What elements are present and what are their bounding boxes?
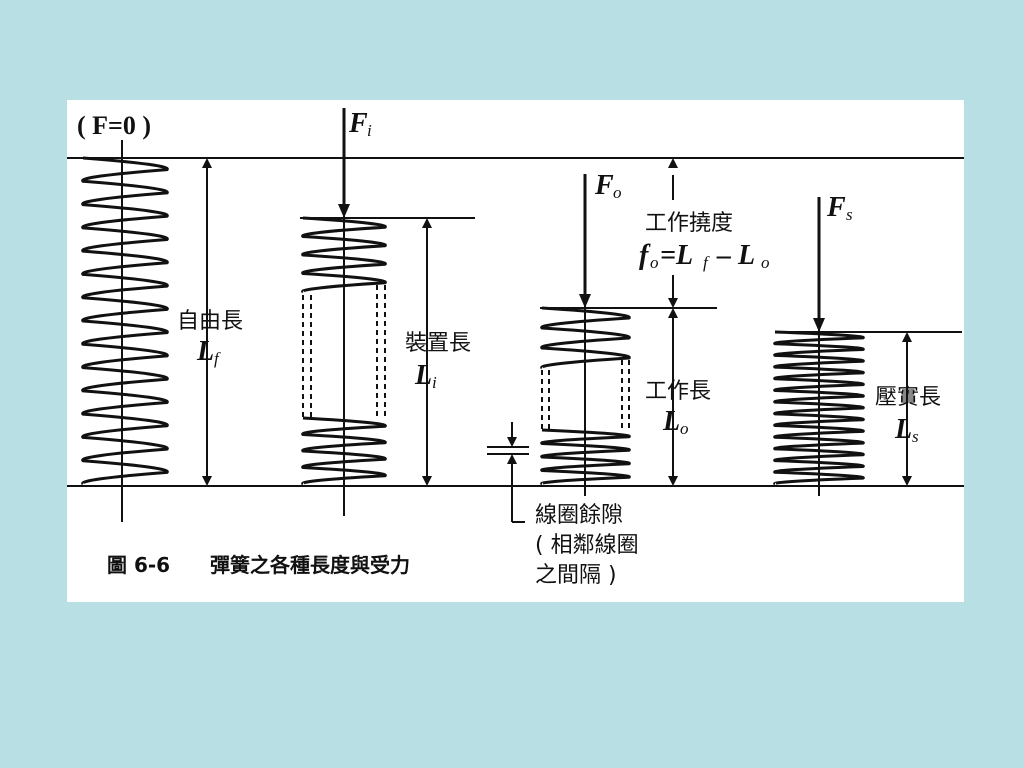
li-up-arrow-icon — [422, 218, 432, 228]
li-down-arrow-icon — [422, 476, 432, 486]
installed-length-label: 裝置長 — [405, 331, 471, 356]
caption-title: 彈簧之各種長度與受力 — [210, 553, 410, 577]
caption-number: 圖 6-6 — [107, 553, 170, 577]
force-fi-symbol: F — [348, 108, 368, 139]
coil-clearance-line1: 線圈餘隙 — [535, 503, 623, 528]
coil-clearance-line3: 之間隔 ) — [535, 563, 617, 588]
free-length-symbol: L — [196, 336, 214, 367]
state-label: ( F=0 ) — [77, 111, 151, 140]
ls-down-arrow-icon — [902, 476, 912, 486]
lo-up-arrow-icon — [668, 308, 678, 318]
working-length-label: 工作長 — [645, 379, 711, 404]
free-spring — [81, 140, 169, 522]
coil-clearance-line2: ( 相鄰線圈 — [535, 533, 639, 558]
force-fo-sub: o — [613, 183, 622, 202]
working-length-symbol: L — [662, 406, 680, 437]
ls-up-arrow-icon — [902, 332, 912, 342]
deflection-f-sub: o — [650, 253, 659, 272]
deflection-f-symbol: f — [639, 240, 651, 271]
force-fs-symbol: F — [826, 192, 846, 223]
working-deflection-label: 工作撓度 — [645, 211, 733, 236]
deflection-lo-sub: o — [761, 253, 770, 272]
installed-length-dimension — [389, 217, 475, 484]
clearance-up-arrow-icon — [507, 454, 517, 464]
fi-arrowhead-icon — [338, 204, 350, 218]
working-deflection-dimension — [632, 175, 717, 309]
solid-length-symbol: L — [894, 414, 912, 445]
clearance-down-arrow-icon — [507, 437, 517, 447]
free-length-label: 自由長 — [177, 309, 243, 334]
deflection-lo-symbol: – L — [716, 240, 755, 271]
fo-down-arrow-icon — [668, 298, 678, 308]
spring-length-diagram: ( F=0 ) F i F o F s 自由長 L f 裝置長 L i 工作撓度… — [67, 100, 964, 602]
solid-length-sub: s — [912, 427, 919, 446]
force-fi-sub: i — [367, 121, 372, 140]
installed-length-sub: i — [432, 373, 437, 392]
force-fo-symbol: F — [594, 170, 614, 201]
fs-arrowhead-icon — [813, 318, 825, 332]
lf-down-arrow-icon — [202, 476, 212, 486]
installed-length-symbol: L — [414, 360, 432, 391]
working-length-sub: o — [680, 419, 689, 438]
diagram-canvas: ( F=0 ) F i F o F s 自由長 L f 裝置長 L i 工作撓度… — [67, 108, 964, 588]
force-fs-sub: s — [846, 205, 853, 224]
lf-up-arrow-icon — [202, 158, 212, 168]
free-length-sub: f — [214, 349, 221, 368]
fo-arrowhead-icon — [579, 294, 591, 308]
fo-up-arrow-icon — [668, 158, 678, 168]
solid-length-label: 壓實長 — [875, 385, 941, 410]
deflection-lf-sub: f — [703, 253, 710, 272]
solid-length-dimension — [863, 331, 962, 484]
coil-clearance-dimension — [487, 422, 529, 523]
deflection-lf-symbol: =L — [660, 240, 693, 271]
lo-down-arrow-icon — [668, 476, 678, 486]
